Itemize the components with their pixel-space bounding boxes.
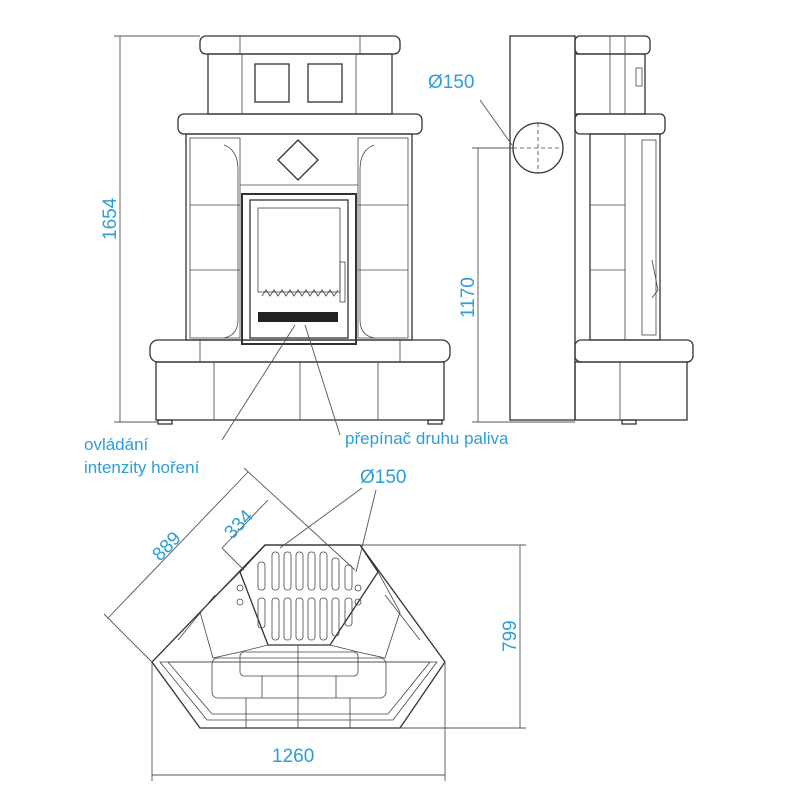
dimension-height-total: 1654 xyxy=(100,35,200,423)
plan-view xyxy=(151,544,446,729)
grate-slots xyxy=(236,551,362,641)
dimension-diagonal-334: 334 xyxy=(220,499,269,571)
air-control-label-line1: ovládání xyxy=(84,435,149,454)
width-label: 1260 xyxy=(272,746,314,767)
flue-leader-side xyxy=(479,99,513,146)
flue-leader-plan-2 xyxy=(355,489,377,573)
air-control-label-line2: intenzity hoření xyxy=(84,458,200,477)
flue-diameter-side-label: Ø150 xyxy=(428,72,474,93)
dimension-flue-height: 1170 xyxy=(458,147,575,423)
flue-leader-plan-1 xyxy=(279,487,363,549)
diagonal-889-label: 889 xyxy=(148,528,185,565)
front-leaders xyxy=(221,324,341,441)
dimension-diagonal-889: 889 xyxy=(103,467,356,663)
flue-height-label: 1170 xyxy=(458,277,479,318)
fuel-switch-label: přepínač druhu paliva xyxy=(345,429,509,448)
flue-diameter-plan-label: Ø150 xyxy=(360,467,406,488)
dimension-width: 1260 xyxy=(151,662,446,781)
diagonal-334-label: 334 xyxy=(220,506,257,544)
dimension-depth: 799 xyxy=(360,544,526,729)
side-view xyxy=(509,35,694,425)
height-total-label: 1654 xyxy=(100,197,121,240)
front-view xyxy=(149,35,451,425)
depth-label: 799 xyxy=(500,620,521,652)
